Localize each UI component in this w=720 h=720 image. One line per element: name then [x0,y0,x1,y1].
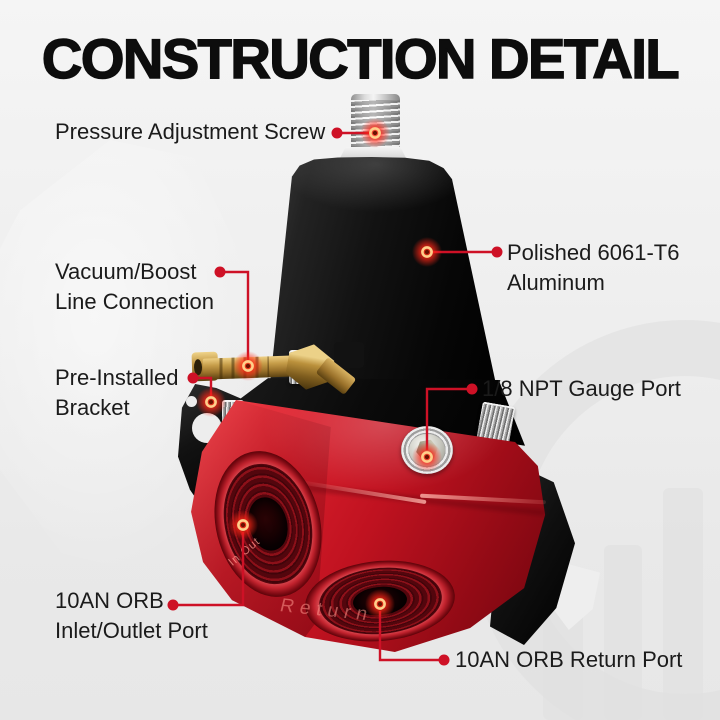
vacuum-fitting-barb [202,355,298,380]
page-title: CONSTRUCTION DETAIL [41,26,680,91]
callout-text: Bracket [55,395,130,420]
vacuum-port-base [334,342,364,368]
callout-dot [438,654,450,666]
fitting-hole [193,359,203,376]
callout-text: Line Connection [55,289,215,314]
callout-text: 1/8 NPT Gauge Port [482,376,681,401]
callout-label-bracket: Pre-Installed Bracket [55,363,179,423]
callout-text: Polished 6061-T6 [507,240,680,265]
callout-text: Vacuum/Boost [55,259,197,284]
callout-label-pressure-screw: Pressure Adjustment Screw [55,117,325,147]
callout-text: Pressure Adjustment Screw [55,119,326,144]
callout-text: 10AN ORB [55,588,164,613]
callout-label-inlet-outlet: 10AN ORB Inlet/Outlet Port [55,586,208,646]
gauge-port-plug [401,426,453,474]
callout-label-gauge-port: 1/8 NPT Gauge Port [482,374,681,404]
callout-dot [331,127,343,139]
barb-ridges [210,356,270,380]
callout-dot [491,246,503,258]
adjustment-screw-stud [351,94,400,150]
callout-text: Pre-Installed [55,365,179,390]
callout-text: Aluminum [507,270,605,295]
watermark-letter-shape [604,545,642,720]
callout-label-return-port: 10AN ORB Return Port [455,645,682,675]
callout-label-vacuum-boost: Vacuum/Boost Line Connection [55,257,214,317]
screw-threads [351,100,400,150]
callout-text: 10AN ORB Return Port [455,647,683,672]
callout-label-polished-aluminum: Polished 6061-T6 Aluminum [507,238,679,298]
watermark-letter-shape [663,488,703,720]
callout-text: Inlet/Outlet Port [55,618,208,643]
bracket-hole [186,396,197,407]
